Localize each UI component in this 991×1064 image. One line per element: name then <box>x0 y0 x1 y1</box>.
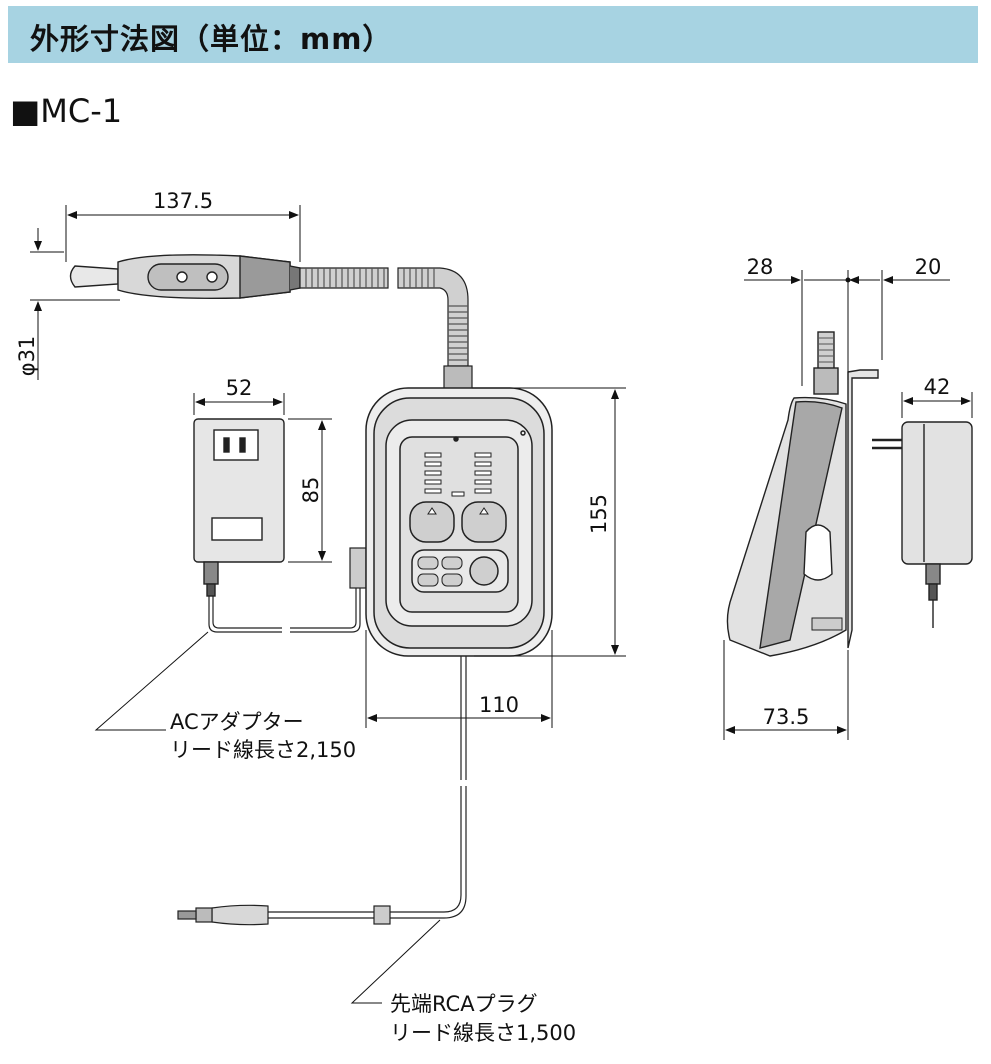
section-header-bar: 外形寸法図（単位：mm） <box>8 6 978 63</box>
body-width-label: 110 <box>479 693 519 717</box>
adapter-dimension-lines <box>193 393 332 563</box>
main-unit-dimension-lines <box>365 387 626 728</box>
side-total-depth-label: 73.5 <box>763 705 810 729</box>
side-view-dimension-lines <box>723 270 973 740</box>
handle-diameter-label: φ31 <box>15 336 39 377</box>
rca-lead <box>177 656 467 926</box>
ac-adapter-front <box>193 418 285 597</box>
adapter-width-label: 52 <box>226 376 253 400</box>
adapter-cable <box>208 547 367 633</box>
handle-length-label: 137.5 <box>153 189 213 213</box>
main-unit-front <box>365 387 553 657</box>
adapter-side-width-label: 42 <box>924 375 951 399</box>
corrugated-cable <box>299 267 473 393</box>
rca-note-line2: リード線長さ1,500 <box>390 1021 576 1045</box>
handle-dimension-lines <box>30 205 301 380</box>
leader-lines <box>94 631 441 1004</box>
ac-adapter-note-line2: リード線長さ2,150 <box>170 738 356 762</box>
section-title: 外形寸法図（単位：mm） <box>30 22 393 56</box>
main-unit-side-view <box>726 331 879 657</box>
side-depth-right-label: 20 <box>915 255 942 279</box>
side-depth-left-label: 28 <box>747 255 774 279</box>
body-height-label: 155 <box>587 494 611 534</box>
model-label: ■MC-1 <box>10 92 123 130</box>
handle-unit <box>69 254 301 300</box>
ac-adapter-note-line1: ACアダプター <box>170 710 304 734</box>
adapter-height-label: 85 <box>299 477 323 504</box>
rca-note-line1: 先端RCAプラグ <box>390 992 538 1016</box>
adapter-side-view <box>872 421 973 628</box>
